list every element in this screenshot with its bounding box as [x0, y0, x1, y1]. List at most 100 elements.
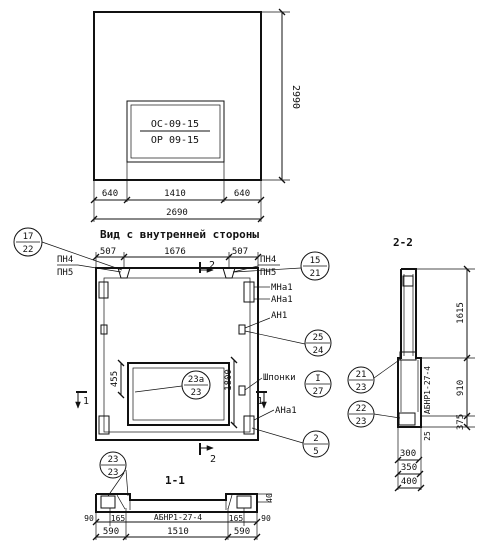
callout-21-23 [347, 366, 375, 394]
callout-22-top: 22 [356, 404, 367, 414]
callout-23-bottom: 23 [108, 468, 119, 478]
section-2-2-top-anchor [402, 275, 414, 287]
section-1-1-title: 1-1 [165, 474, 185, 487]
top-notch-right [222, 267, 236, 279]
callout-15-top: 15 [310, 256, 321, 266]
label-ana1-top: АНа1 [271, 295, 293, 305]
dim-1615: 1615 [456, 302, 466, 324]
dim-165-right: 165 [229, 514, 244, 523]
callout-2-5-top: 2 [313, 434, 318, 444]
pn-left-bottom: ПН5 [57, 268, 73, 278]
callout-21-top: 21 [356, 370, 367, 380]
callout-23a-top: 23а [188, 375, 204, 385]
pn-right-top: ПН4 [260, 255, 276, 265]
callout-17-bottom: 22 [23, 245, 34, 255]
callout-23a-23 [181, 370, 211, 400]
dim-40: 40 [265, 493, 274, 503]
inner-window [127, 362, 230, 426]
dim-590-left: 590 [103, 527, 119, 537]
dim-90-right: 90 [261, 514, 271, 523]
section-1-1-profile [95, 493, 258, 513]
section-2-2-title: 2-2 [393, 236, 413, 249]
corner-pocket-tl [98, 281, 109, 299]
cut-2-bottom-label: 2 [210, 454, 216, 465]
callout-23-23 [99, 451, 127, 479]
key-right [238, 324, 246, 335]
front-panel-outline [93, 11, 262, 181]
dim-165-left: 165 [111, 514, 126, 523]
inner-view: Вид с внутренней стороны 507 1676 507 [13, 227, 332, 465]
key-right-lower [238, 385, 246, 396]
corner-pocket-tr [243, 281, 255, 303]
callout-17-top: 17 [23, 232, 34, 242]
dim-1676: 1676 [164, 247, 186, 257]
callout-15-bottom: 21 [310, 269, 321, 279]
inner-panel-rib [103, 277, 251, 433]
cut-2-top-label: 2 [209, 260, 215, 271]
section-1-1-abnr: АБНР1-27-4 [154, 513, 202, 522]
dim-2690: 2690 [166, 208, 188, 218]
section-1-1-left-block [100, 495, 116, 509]
callout-23-top: 23 [108, 455, 119, 465]
callout-25-bottom: 24 [313, 346, 324, 356]
dim-350: 350 [401, 463, 417, 473]
callout-25-24 [304, 329, 332, 357]
section-2-2-mid-block [399, 351, 417, 361]
cut-1-right-label: 1 [257, 396, 263, 407]
label-mna1: МНа1 [271, 283, 293, 293]
dim-455: 455 [110, 371, 120, 387]
callout-22-bottom: 23 [356, 417, 367, 427]
section-2-2-bottom-block [398, 412, 416, 426]
dim-25: 25 [423, 431, 432, 441]
cut-1-left-label: 1 [83, 396, 89, 407]
callout-2-5-bottom: 5 [313, 447, 318, 457]
callout-21-bottom: 23 [356, 383, 367, 393]
label-an1: АН1 [271, 311, 287, 321]
callout-25-top: 25 [313, 333, 324, 343]
callout-i27-bottom: 27 [313, 387, 324, 397]
callout-23a-bottom: 23 [191, 388, 202, 398]
dim-507-left: 507 [100, 247, 116, 257]
front-elevation: ОС-09-15 ОР 09-15 2990 640 1410 640 2690 [90, 8, 301, 223]
front-window-inner [130, 104, 221, 159]
dim-507-right: 507 [232, 247, 248, 257]
pn-right-bottom: ПН5 [260, 268, 276, 278]
callout-2-5 [302, 430, 330, 458]
inner-panel-outline [95, 267, 259, 441]
dim-640-right: 640 [234, 189, 250, 199]
callout-i27-top: I [315, 374, 320, 384]
dim-1410: 1410 [164, 189, 186, 199]
label-shponki: Шпонки [263, 373, 296, 383]
dim-1800: 1800 [224, 369, 234, 391]
inner-window-frame [132, 367, 225, 421]
dim-375: 375 [456, 414, 466, 430]
section-1-1-right-block [236, 495, 252, 509]
inner-view-title: Вид с внутренней стороны [100, 228, 259, 241]
corner-pocket-bl [98, 415, 110, 435]
dim-height-text: 2990 [290, 85, 301, 109]
section-2-2-abnr: АБНР1-27-4 [423, 366, 432, 414]
pn-left-top: ПН4 [57, 255, 73, 265]
panel-mark-top: ОС-09-15 [151, 119, 199, 130]
dim-90-left: 90 [84, 514, 94, 523]
callout-15-21 [300, 251, 330, 281]
dim-590-right: 590 [234, 527, 250, 537]
corner-pocket-br [243, 415, 255, 435]
top-notch-left [117, 267, 131, 279]
panel-mark-bottom: ОР 09-15 [151, 135, 199, 146]
section-1-1: 1-1 23 23 40 90 165 АБНР1-27-4 165 90 [84, 451, 274, 540]
section-2-2-profile [397, 268, 422, 428]
dim-400: 400 [401, 477, 417, 487]
front-width-dims: 640 1410 640 2690 [90, 162, 265, 223]
label-ana1-bottom: АНа1 [275, 406, 297, 416]
front-window-outline [126, 100, 225, 163]
dim-300: 300 [400, 449, 416, 459]
dim-1510: 1510 [167, 527, 189, 537]
dim-640-left: 640 [102, 189, 118, 199]
key-left [100, 324, 108, 335]
section-2-2: 2-2 АБНР1-27-4 1615 910 375 25 21 23 22 … [347, 236, 475, 492]
callout-i-27 [304, 370, 332, 398]
dim-height-2990: 2990 [261, 8, 301, 184]
dim-910: 910 [456, 380, 466, 396]
